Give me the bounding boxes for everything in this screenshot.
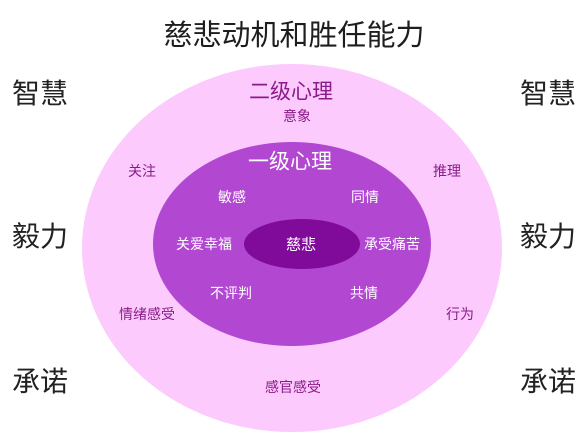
outer-item-attention: 关注 bbox=[128, 164, 156, 180]
inner-item-non-judgment: 不评判 bbox=[210, 286, 252, 302]
side-right-wisdom: 智慧 bbox=[520, 77, 577, 110]
side-right-perseverance: 毅力 bbox=[520, 220, 577, 253]
inner-item-care-wellbeing: 关爱幸福 bbox=[176, 237, 232, 253]
side-left-commitment: 承诺 bbox=[12, 365, 69, 398]
side-left-perseverance: 毅力 bbox=[12, 220, 69, 253]
core-circle bbox=[244, 219, 360, 269]
side-left-wisdom: 智慧 bbox=[12, 77, 69, 110]
inner-circle-title: 一级心理 bbox=[248, 149, 332, 174]
side-right-commitment: 承诺 bbox=[520, 365, 577, 398]
outer-item-sensory: 感官感受 bbox=[265, 380, 321, 396]
inner-item-sensitivity: 敏感 bbox=[218, 190, 246, 206]
outer-item-reasoning: 推理 bbox=[433, 164, 461, 180]
core-label: 慈悲 bbox=[285, 235, 317, 254]
inner-item-empathy: 共情 bbox=[350, 286, 378, 302]
diagram-title: 慈悲动机和胜任能力 bbox=[163, 18, 425, 52]
outer-item-emotion: 情绪感受 bbox=[119, 307, 175, 323]
inner-item-sympathy: 同情 bbox=[351, 190, 379, 206]
outer-item-behavior: 行为 bbox=[446, 307, 474, 323]
inner-item-distress-tolerance: 承受痛苦 bbox=[364, 237, 420, 253]
outer-item-imagery: 意象 bbox=[283, 109, 311, 125]
outer-circle-title: 二级心理 bbox=[249, 79, 333, 104]
